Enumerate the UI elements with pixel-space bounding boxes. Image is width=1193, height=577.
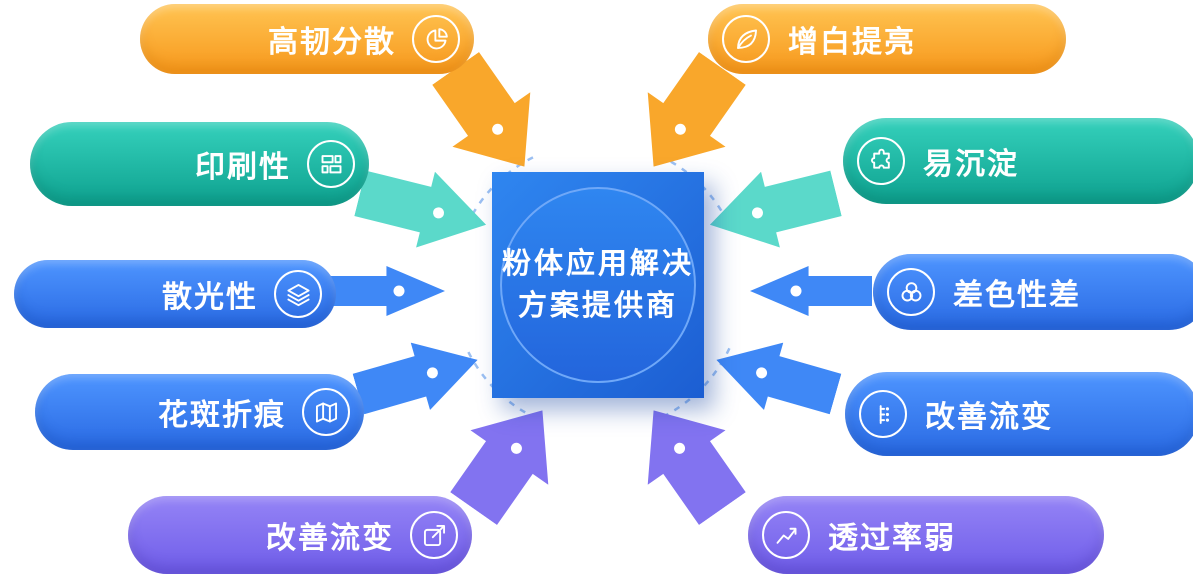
pill-label: 高韧分散 <box>268 26 396 59</box>
arrow-right-3 <box>750 266 872 316</box>
left-pill-4: 花斑折痕 <box>35 374 364 450</box>
center-circle: 粉体应用解决 方案提供商 <box>500 187 696 383</box>
printing-plate-icon <box>307 140 355 188</box>
edit-arrow-icon <box>410 511 458 559</box>
pie-chart-icon <box>412 15 460 63</box>
pill-label: 增白提亮 <box>788 26 916 59</box>
right-pill-1: 增白提亮 <box>708 4 1066 74</box>
left-pill-5: 改善流变 <box>128 496 472 574</box>
overlap-circles-icon <box>887 268 935 316</box>
arrow-shape <box>750 266 872 316</box>
trend-chart-icon <box>762 511 810 559</box>
puzzle-icon <box>857 137 905 185</box>
pill-label: 印刷性 <box>195 151 291 184</box>
right-pill-2: 易沉淀 <box>843 118 1193 204</box>
right-pill-4: 改善流变 <box>845 372 1193 456</box>
leaf-icon <box>722 15 770 63</box>
pill-label: 改善流变 <box>925 401 1053 434</box>
arrow-dot <box>790 285 802 297</box>
layers-icon <box>274 270 322 318</box>
pill-label: 散光性 <box>162 281 258 314</box>
map-icon <box>302 388 350 436</box>
pill-label: 差色性差 <box>953 279 1081 312</box>
arrow-shape <box>323 266 445 316</box>
center-title-line1: 粉体应用解决 <box>502 247 695 280</box>
right-pill-3: 差色性差 <box>873 254 1193 330</box>
right-pill-5: 透过率弱 <box>748 496 1104 574</box>
left-pill-3: 散光性 <box>14 260 336 328</box>
pill-label: 改善流变 <box>266 522 394 555</box>
arrow-left-3 <box>323 266 445 316</box>
pill-label: 透过率弱 <box>828 522 956 555</box>
center-title-line2: 方案提供商 <box>517 290 678 322</box>
left-pill-2: 印刷性 <box>30 122 369 206</box>
flow-branch-icon <box>859 390 907 438</box>
center-node: 粉体应用解决 方案提供商 <box>492 172 704 398</box>
arrow-dot <box>393 285 405 297</box>
pill-label: 易沉淀 <box>923 148 1019 181</box>
left-pill-1: 高韧分散 <box>140 4 474 74</box>
pill-label: 花斑折痕 <box>158 399 286 432</box>
